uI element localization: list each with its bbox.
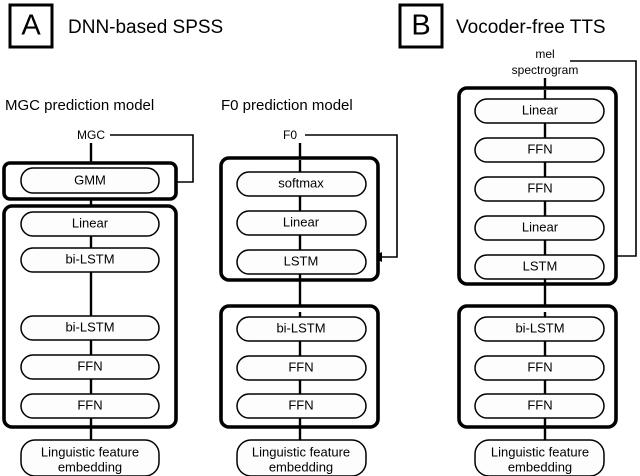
block-tts-lstm-label: LSTM [523,258,558,273]
panel-a-letter-box [8,3,54,49]
block-tts-ffn-4 [474,393,605,419]
block-mgc-ffn-2 [20,393,160,419]
block-f0-linear [236,210,367,236]
block-tts-linear-1 [474,98,605,124]
block-f0-bilstm [236,316,367,342]
block-mgc-linear-label: Linear [72,215,109,230]
block-f0-ffn-2 [236,393,367,419]
block-gmm-label: GMM [74,172,106,187]
block-mgc-ffn-2-label: FFN [77,397,102,412]
block-f0-bilstm-label: bi-LSTM [276,320,325,335]
tts-feedback-path [570,60,637,257]
block-mgc-ffn-1-label: FFN [77,358,102,373]
block-mgc-embedding-label-line2: embedding [58,459,122,474]
mgc-column: MGC GMM Linear bi-LSTM bi-LSTM FFN FFN L… [2,128,194,476]
panel-b-title: Vocoder-free TTS [456,17,606,38]
block-f0-softmax [236,171,367,197]
block-mgc-linear [20,211,160,237]
block-mgc-ffn-1 [20,354,160,380]
block-f0-linear-label: Linear [283,214,320,229]
mel-output-label-line1: mel [535,47,554,61]
panel-a-letter: A [21,10,41,42]
block-f0-lstm [236,249,367,275]
block-tts-ffn-4-label: FFN [527,397,552,412]
mel-output-label-line2: spectrogram [512,63,579,77]
block-mgc-bilstm-top-label: bi-LSTM [65,251,114,266]
panel-a-header: A DNN-based SPSS [8,3,223,49]
panel-b-header: B Vocoder-free TTS [398,3,606,49]
block-tts-ffn-3 [474,355,605,381]
block-f0-embedding [236,439,367,476]
block-tts-ffn-3-label: FFN [527,359,552,374]
block-f0-ffn-1-label: FFN [288,359,313,374]
block-tts-bilstm-label: bi-LSTM [515,320,564,335]
block-tts-ffn-1 [474,137,605,163]
block-f0-softmax-label: softmax [278,175,324,190]
block-tts-ffn-2 [474,176,605,202]
block-tts-lstm [474,254,605,280]
block-tts-embedding-label-line2: embedding [508,459,572,474]
block-mgc-bilstm-top [20,247,160,273]
block-f0-embedding-label-line2: embedding [269,459,333,474]
block-tts-linear-1-label: Linear [522,102,559,117]
block-mgc-embedding [20,439,160,476]
block-mgc-bilstm-bottom [20,315,160,341]
f0-feedback-path [305,134,398,258]
panel-a-title: DNN-based SPSS [68,17,223,38]
f0-column: F0 softmax Linear LSTM bi-LSTM FFN FFN L… [219,128,398,476]
block-tts-ffn-2-label: FFN [527,180,552,195]
panel-b-letter: B [411,10,430,42]
block-tts-bilstm [474,316,605,342]
block-mgc-bilstm-bottom-label: bi-LSTM [65,319,114,334]
block-tts-embedding-label-line1: Linguistic feature [491,444,589,459]
block-tts-linear-2 [474,215,605,241]
block-tts-embedding [474,439,605,476]
block-f0-ffn-1 [236,355,367,381]
block-f0-embedding-label-line1: Linguistic feature [252,444,350,459]
column-title-mgc: MGC prediction model [5,97,154,114]
block-tts-ffn-1-label: FFN [527,141,552,156]
block-mgc-embedding-label-line1: Linguistic feature [41,444,139,459]
block-f0-lstm-label: LSTM [284,253,319,268]
column-title-f0: F0 prediction model [221,97,353,114]
mgc-output-label: MGC [77,128,105,142]
panel-b-letter-box [398,3,444,49]
block-gmm [20,167,160,194]
tts-column: mel spectrogram Linear FFN FFN Linear LS… [457,47,637,476]
f0-output-label: F0 [283,128,297,142]
block-tts-linear-2-label: Linear [522,219,559,234]
block-f0-ffn-2-label: FFN [288,397,313,412]
